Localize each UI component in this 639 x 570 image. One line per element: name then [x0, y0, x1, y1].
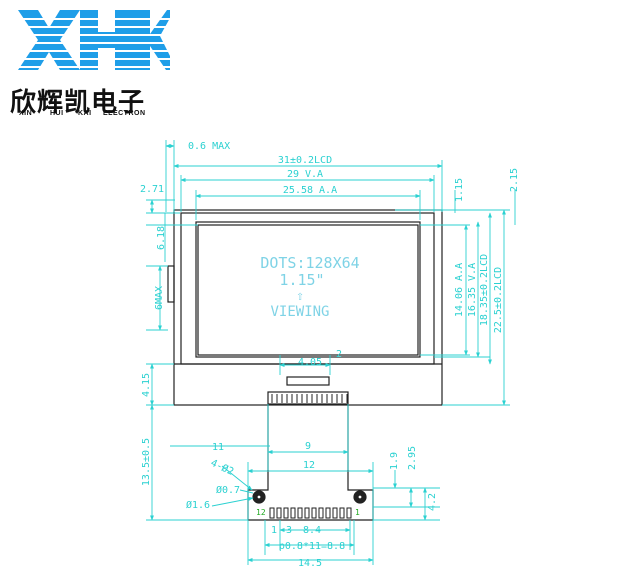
dim-left-offset-top: 2.71	[140, 184, 164, 195]
dim-fpc-right-1-9: 1.9	[389, 452, 400, 470]
logo-stripe	[15, 34, 173, 36]
dim-tab-3: 3	[286, 525, 292, 536]
dim-conn-small-b: 2	[336, 349, 342, 360]
fpc-pin-pad	[325, 507, 331, 519]
logo-stripe	[15, 42, 173, 44]
logo-stripe	[15, 18, 173, 20]
dim-fpc-offset-11: 11	[212, 442, 224, 453]
company-name-en-hui: HUI	[50, 110, 64, 117]
fpc-pin-pad	[332, 507, 338, 519]
dim-fpc-length: 13.5±0.5	[141, 438, 152, 486]
fpc-pin-pad	[290, 507, 296, 519]
logo-stripe	[15, 26, 173, 28]
dim-aa-height: 14.06 A.A	[454, 263, 465, 317]
dim-aa-width: 25.58 A.A	[283, 185, 337, 196]
dim-lcd-width: 31±0.2LCD	[278, 155, 332, 166]
dots-label: DOTS:128X64	[260, 254, 359, 272]
logo-stripe	[15, 66, 173, 68]
dim-fpc-neck-width: 9	[305, 441, 311, 452]
dim-right-1-15: 1.15	[454, 178, 465, 202]
company-logo: 欣辉凯电子 XIN HUI KAI ELECTRON	[0, 0, 173, 125]
dim-fpc-tab-width: 12	[303, 460, 315, 471]
logo-letter-shape-1	[80, 10, 133, 70]
viewing-arrow-icon: ⇧	[296, 289, 304, 304]
dim-fpc-left-a: 4.15	[141, 373, 152, 397]
dim-lcd-height-inner: 18.35±0.2LCD	[479, 254, 490, 326]
fpc-pin-pad	[318, 507, 324, 519]
dim-tab-1: 1	[271, 525, 277, 536]
mounting-hole-left-inner	[256, 494, 262, 500]
dim-hole-07: Ø0.7	[216, 484, 240, 496]
dim-va-height: 16.35 V.A	[467, 263, 478, 317]
fpc-pin-pad	[304, 507, 310, 519]
fpc-pin-pad	[283, 507, 289, 519]
dim-total-tab: 14.5	[298, 558, 322, 569]
company-name-en-kai: KAI	[78, 110, 92, 117]
side-thickness-block	[167, 265, 175, 303]
view-area	[195, 221, 421, 358]
driver-ic	[286, 376, 330, 386]
dim-conn-small-a: 4.05	[298, 357, 322, 368]
fpc-pin-pad	[346, 507, 352, 519]
dim-lcd-height-total: 22.5±0.2LCD	[493, 267, 504, 333]
company-name-en-electron: ELECTRON	[103, 110, 146, 117]
fpc-bond-area	[267, 391, 349, 405]
fpc-pin-pad	[311, 507, 317, 519]
logo-stripe	[15, 50, 173, 52]
viewing-label: VIEWING	[270, 304, 329, 320]
lcd-outline	[173, 209, 443, 406]
mounting-hole-right-inner	[357, 494, 363, 500]
dim-pitch: p0.8*11=8.8	[279, 541, 345, 552]
active-area	[197, 224, 419, 356]
fpc-pin-pad	[269, 507, 275, 519]
xhk-logo-icon	[15, 10, 173, 70]
dim-left-offset-aa: 6.18	[156, 226, 167, 250]
fpc-pin-pad	[339, 507, 345, 519]
dim-fpc-right-2-95: 2.95	[407, 446, 418, 470]
logo-letter-shape-0	[18, 10, 80, 70]
pin-label-first: 12	[256, 508, 266, 517]
company-name-chinese: 欣辉凯电子	[10, 88, 146, 118]
fpc-pin-pad	[297, 507, 303, 519]
size-label: 1.15"	[279, 271, 324, 289]
dim-hole-spec: 4-Ø2	[209, 457, 236, 478]
dim-thickness: 6MAX	[154, 286, 165, 310]
dim-hole-16: Ø1.6	[186, 499, 210, 511]
dim-fpc-right-4-2: 4.2	[427, 493, 438, 511]
fpc-pin-pad	[276, 507, 282, 519]
dim-pitch-span: 8.4	[303, 525, 321, 536]
company-name-en-xin: XIN	[19, 110, 33, 117]
logo-letter-shape-2	[133, 10, 170, 70]
dim-max-thickness: 0.6 MAX	[188, 141, 230, 152]
dim-right-2-15: 2.15	[509, 168, 520, 192]
pin-label-last: 1	[355, 508, 360, 517]
fpc-cable	[247, 404, 374, 521]
dim-va-width: 29 V.A	[287, 169, 323, 180]
logo-stripe	[15, 58, 173, 60]
